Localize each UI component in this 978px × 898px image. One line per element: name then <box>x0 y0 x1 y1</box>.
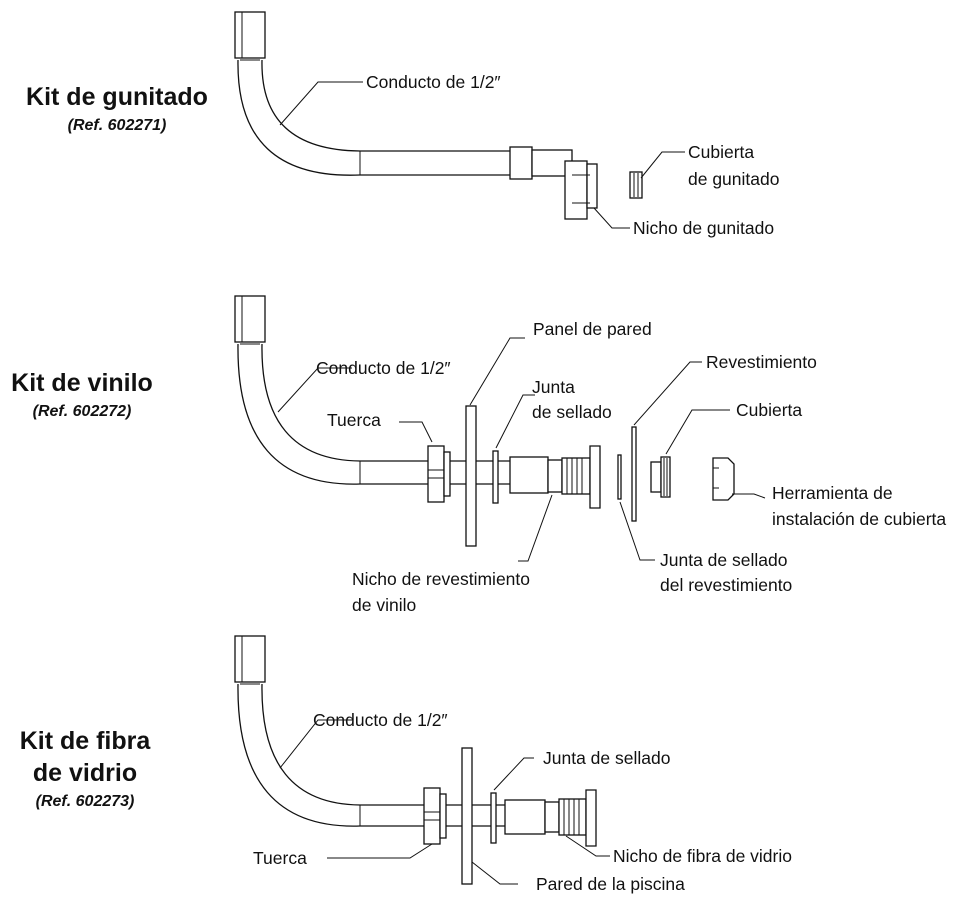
leader-niche-fiberglass <box>565 835 610 857</box>
label-niche-vinyl-1: Nicho de revestimiento <box>352 569 530 589</box>
leader-niche-gunite <box>593 207 630 229</box>
label-nut-fiberglass: Tuerca <box>253 848 307 868</box>
label-nut-vinyl: Tuerca <box>327 410 381 430</box>
cover-tool <box>712 457 735 501</box>
kit-vinyl-ref: (Ref. 602272) <box>33 403 132 420</box>
nut-vinyl <box>427 445 451 503</box>
leader-nut-fiberglass <box>327 843 433 859</box>
label-tool-2: instalación de cubierta <box>772 509 946 529</box>
leader-conduit-vinyl <box>277 367 352 413</box>
wall-panel <box>465 405 477 547</box>
label-niche-gunite: Nicho de gunitado <box>633 218 774 238</box>
label-cover-gunite-2: de gunitado <box>688 169 779 189</box>
kit-gunite: Kit de gunitado (Ref. 602271) Conduc <box>26 11 779 238</box>
liner-gasket <box>617 454 622 500</box>
label-pool-wall: Pared de la piscina <box>536 874 685 894</box>
leader-cover-vinyl <box>665 409 730 455</box>
cover-vinyl <box>650 456 671 498</box>
leader-cover-tool <box>732 493 766 499</box>
label-niche-fiberglass: Nicho de fibra de vidrio <box>613 846 792 866</box>
leader-pool-wall <box>471 861 518 885</box>
label-liner-gasket-1: Junta de sellado <box>660 550 787 570</box>
cover-gunite <box>629 171 643 199</box>
kit-fiberglass: Kit de fibra de vidrio (Ref. 602273) <box>20 635 792 894</box>
leader-liner <box>633 361 702 426</box>
label-tool-1: Herramienta de <box>772 483 893 503</box>
label-cover-gunite-1: Cubierta <box>688 142 754 162</box>
label-wall-panel: Panel de pared <box>533 319 652 339</box>
kit-vinyl-title: Kit de vinilo <box>11 369 153 397</box>
leader-cover-gunite <box>640 151 685 179</box>
niche-fiberglass <box>504 789 597 847</box>
leader-gasket-vinyl <box>495 394 535 449</box>
leader-niche-vinyl <box>518 494 553 562</box>
label-conduit-fiberglass: Conducto de 1/2″ <box>313 710 448 730</box>
kit-fiberglass-title-2: de vidrio <box>33 759 137 787</box>
label-gasket-fiberglass: Junta de sellado <box>543 748 670 768</box>
label-liner-gasket-2: del revestimiento <box>660 575 792 595</box>
pool-wall <box>461 747 473 885</box>
kit-gunite-ref: (Ref. 602271) <box>68 117 167 134</box>
conduit-fiberglass <box>234 635 510 827</box>
nut-fiberglass <box>423 787 447 845</box>
kit-vinyl: Kit de vinilo (Ref. 602272) <box>11 295 946 615</box>
leader-nut-vinyl <box>399 421 433 443</box>
label-gasket-vinyl-1: Junta <box>532 377 575 397</box>
gasket-fiberglass <box>490 792 497 844</box>
kit-fiberglass-title-1: Kit de fibra <box>20 727 152 755</box>
liner <box>631 426 637 522</box>
leader-liner-gasket <box>619 501 655 561</box>
label-gasket-vinyl-2: de sellado <box>532 402 612 422</box>
label-liner: Revestimiento <box>706 352 817 372</box>
leader-conduit-gunite <box>279 81 363 126</box>
leader-gasket-fiberglass <box>493 757 534 791</box>
label-conduit-vinyl: Conducto de 1/2″ <box>316 358 451 378</box>
kit-gunite-title: Kit de gunitado <box>26 83 208 111</box>
leader-wall-panel <box>469 337 525 406</box>
gasket-vinyl <box>492 450 499 504</box>
leader-conduit-fiberglass <box>279 719 352 769</box>
label-niche-vinyl-2: de vinilo <box>352 595 416 615</box>
niche-gunite <box>564 160 598 220</box>
niche-vinyl <box>509 445 601 509</box>
label-conduit-gunite: Conducto de 1/2″ <box>366 72 501 92</box>
kit-fiberglass-ref: (Ref. 602273) <box>36 793 135 810</box>
label-cover-vinyl: Cubierta <box>736 400 802 420</box>
conduit-gunite <box>234 11 573 180</box>
